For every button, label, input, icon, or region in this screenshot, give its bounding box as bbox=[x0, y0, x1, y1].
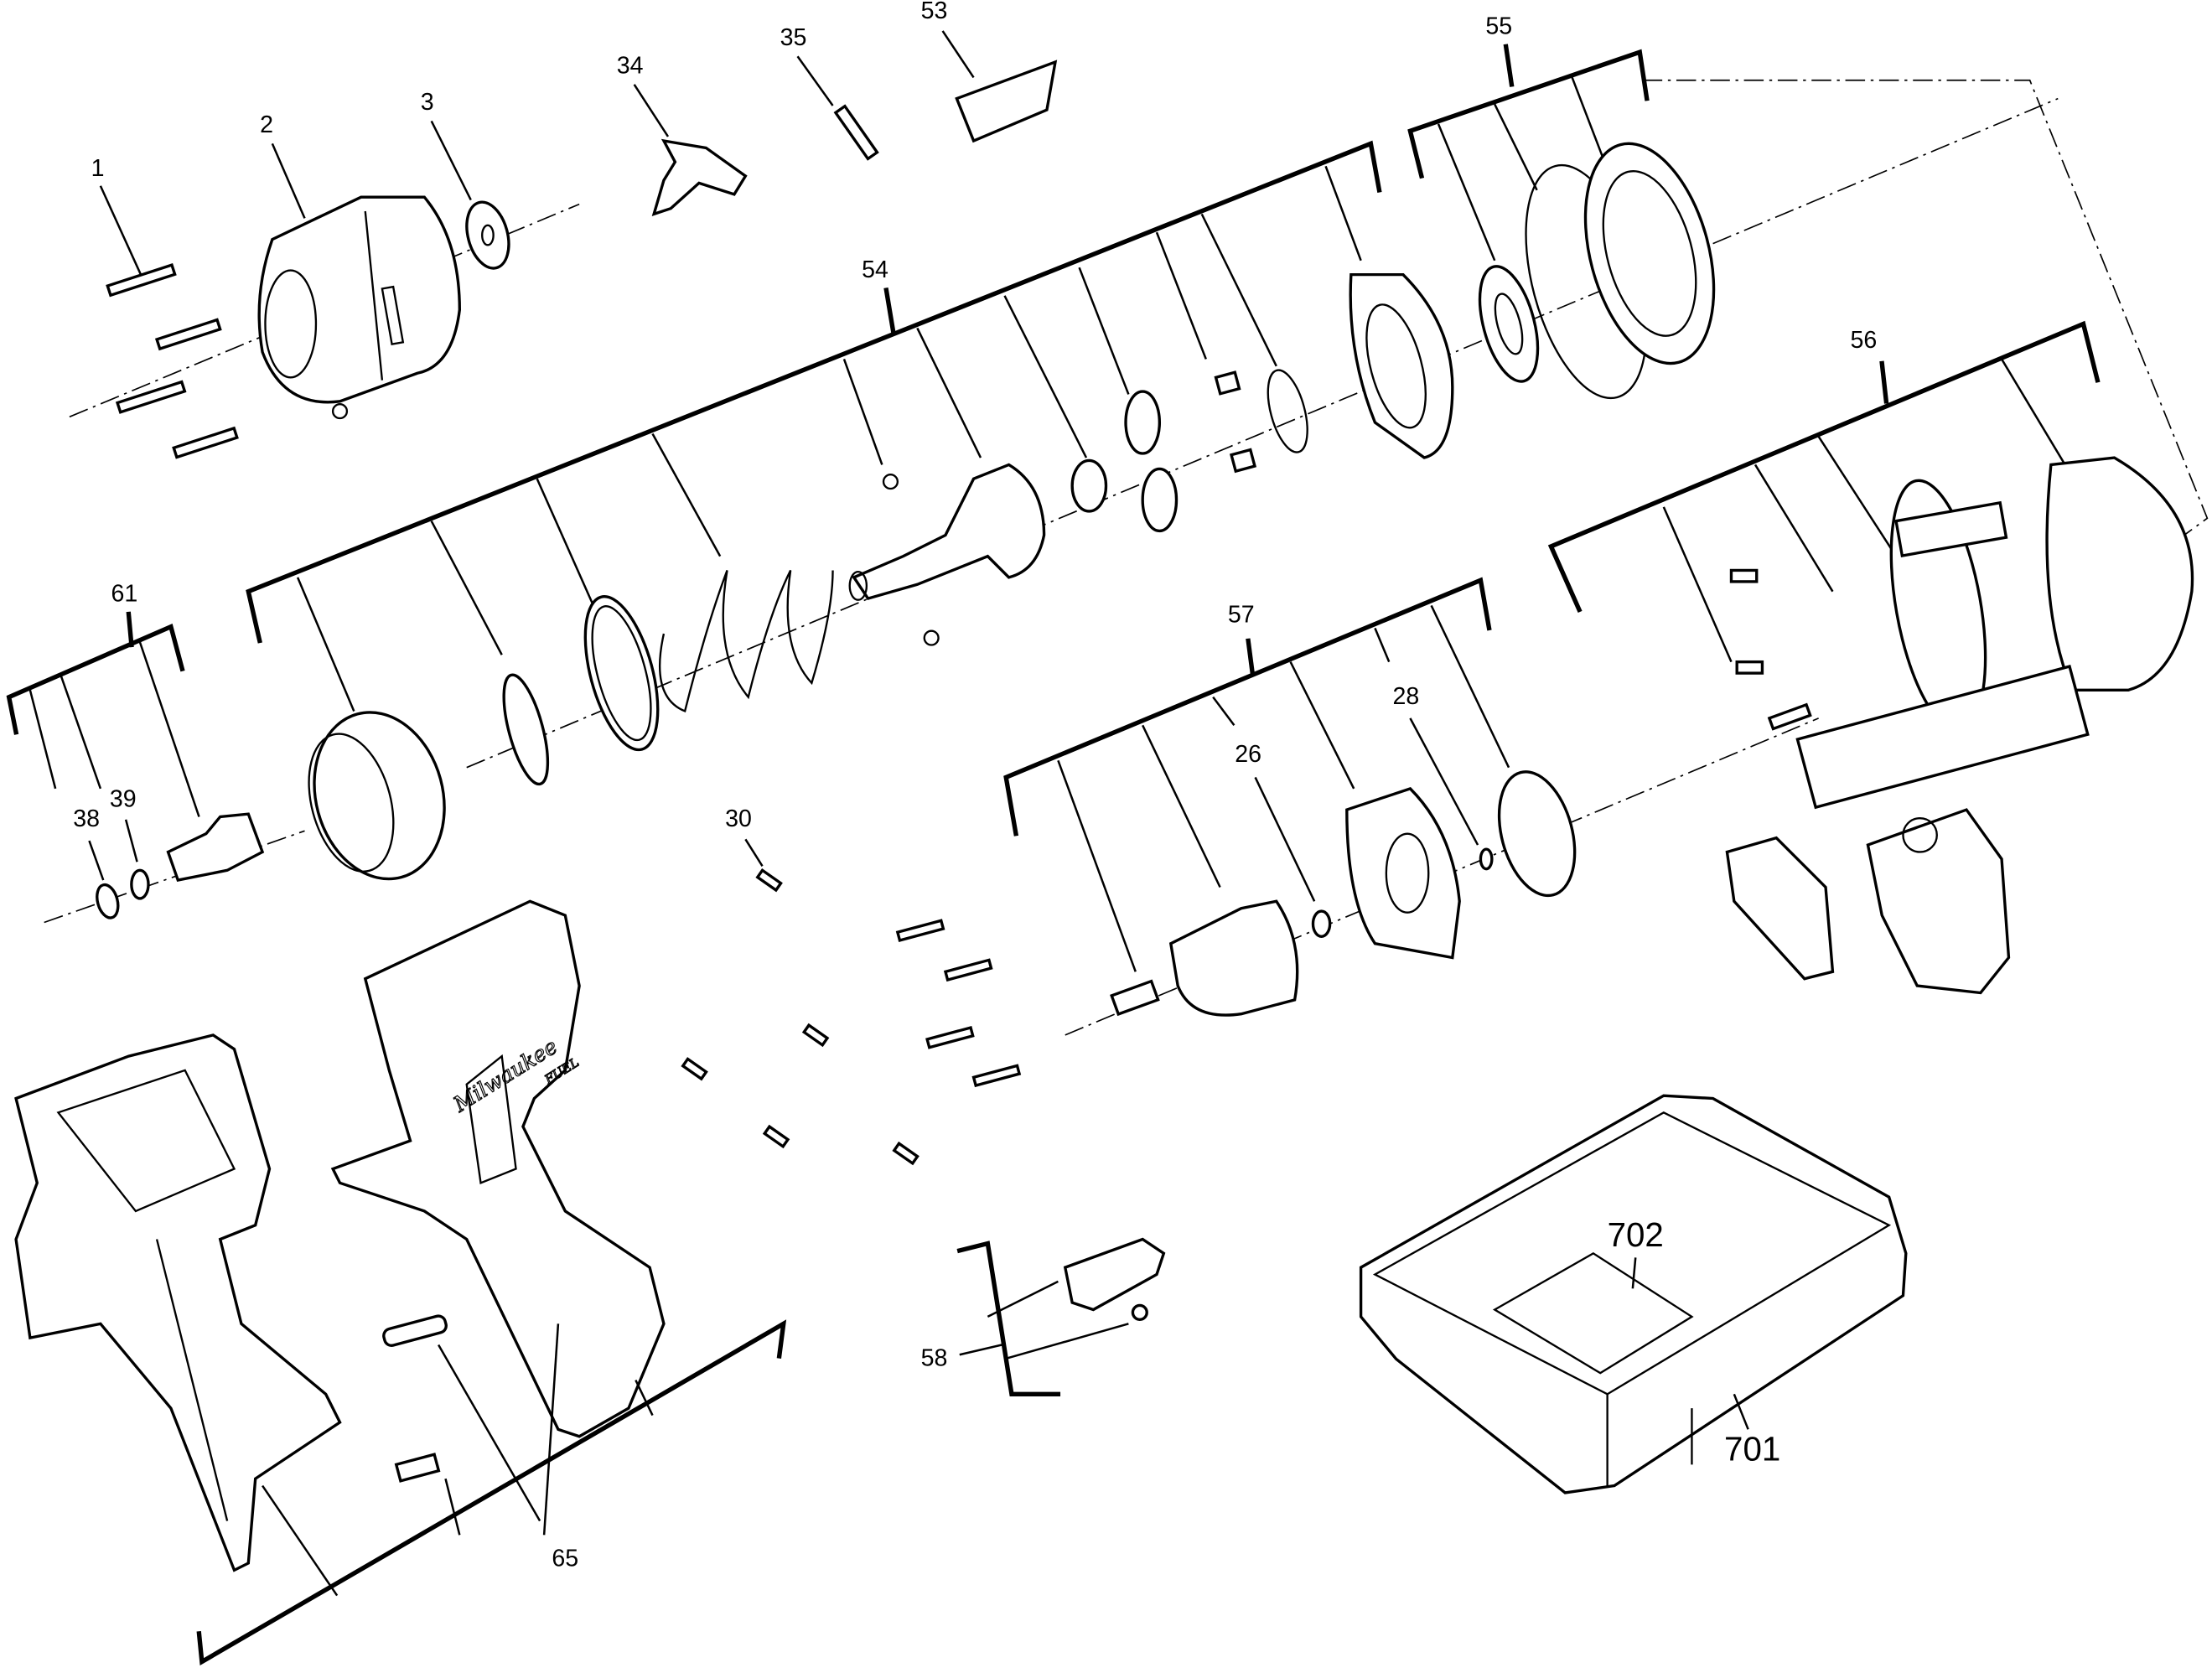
svg-text:3: 3 bbox=[421, 89, 434, 116]
label-plate-part-53 bbox=[955, 60, 1058, 143]
callout-30[interactable]: 30 bbox=[725, 805, 764, 867]
callout-28[interactable]: 28 bbox=[1392, 683, 1479, 846]
svg-text:57: 57 bbox=[1228, 602, 1255, 629]
svg-text:701: 701 bbox=[1724, 1429, 1780, 1468]
callout-34[interactable]: 34 bbox=[617, 52, 670, 137]
svg-text:26: 26 bbox=[1235, 741, 1261, 768]
screws-part-1 bbox=[106, 263, 239, 459]
callout-55[interactable]: 55 bbox=[1407, 13, 1650, 262]
svg-text:61: 61 bbox=[111, 580, 138, 607]
callout-61[interactable]: 61 bbox=[6, 580, 200, 817]
anvil-parts-61 bbox=[96, 812, 265, 919]
callout-2[interactable]: 2 bbox=[260, 111, 306, 219]
callout-3[interactable]: 3 bbox=[421, 89, 472, 201]
clip-part-34 bbox=[651, 138, 748, 216]
svg-text:39: 39 bbox=[110, 786, 137, 813]
callout-26[interactable]: 26 bbox=[1235, 741, 1316, 902]
svg-text:2: 2 bbox=[260, 111, 273, 138]
pin-part-35 bbox=[833, 104, 879, 161]
gear-case-part-2 bbox=[257, 195, 461, 420]
callout-57[interactable]: 57 bbox=[1003, 577, 1510, 972]
carrying-case bbox=[1359, 1094, 1908, 1494]
callout-53[interactable]: 53 bbox=[921, 0, 975, 79]
callout-38[interactable]: 38 bbox=[73, 805, 105, 881]
motor-parts-57 bbox=[1110, 770, 1577, 1017]
svg-text:55: 55 bbox=[1485, 13, 1512, 39]
bearing-assembly-part-55 bbox=[1478, 142, 1716, 400]
svg-text:56: 56 bbox=[1851, 327, 1878, 354]
callout-702[interactable]: 702 bbox=[1608, 1215, 1664, 1289]
svg-text:58: 58 bbox=[921, 1345, 948, 1372]
callout-65[interactable]: 65 bbox=[196, 1319, 787, 1665]
callout-1[interactable]: 1 bbox=[91, 155, 144, 280]
svg-text:1: 1 bbox=[91, 155, 105, 182]
callout-56[interactable]: 56 bbox=[1547, 320, 2101, 663]
housing-right-half: Milwaukee FUEL bbox=[330, 899, 666, 1438]
svg-text:54: 54 bbox=[862, 256, 888, 283]
small-parts-65 bbox=[382, 1314, 448, 1483]
callout-35[interactable]: 35 bbox=[780, 24, 834, 106]
callout-701[interactable]: 701 bbox=[1724, 1393, 1780, 1468]
svg-text:28: 28 bbox=[1392, 683, 1419, 710]
svg-text:34: 34 bbox=[617, 52, 644, 79]
belt-clip-part-58 bbox=[1063, 1237, 1166, 1321]
callout-58[interactable]: 58 bbox=[921, 1241, 1129, 1397]
svg-text:53: 53 bbox=[921, 0, 948, 24]
svg-text:38: 38 bbox=[73, 805, 100, 832]
callout-39[interactable]: 39 bbox=[110, 786, 138, 862]
gearbox-parts-54 bbox=[308, 272, 1454, 881]
svg-text:30: 30 bbox=[725, 805, 752, 832]
svg-text:35: 35 bbox=[780, 24, 807, 51]
electronics-parts-56 bbox=[1725, 456, 2194, 995]
washer-part-3 bbox=[465, 200, 510, 270]
housing-screws bbox=[681, 868, 1022, 1166]
svg-text:65: 65 bbox=[552, 1545, 578, 1572]
svg-text:702: 702 bbox=[1608, 1215, 1664, 1254]
callout-54[interactable]: 54 bbox=[246, 140, 1382, 712]
housing-left-half bbox=[14, 1033, 342, 1572]
